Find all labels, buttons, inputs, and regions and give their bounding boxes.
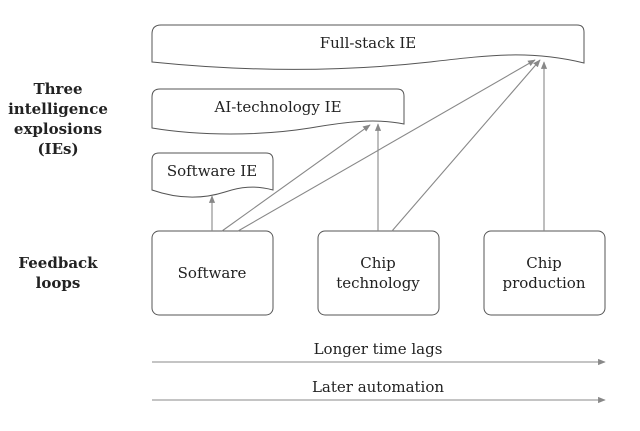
software-ie-label: Software IE bbox=[167, 162, 257, 180]
loops-label-line-1: Feedback bbox=[18, 254, 98, 272]
software-ie-box: Software IE bbox=[151, 152, 274, 198]
chip-technology-loop-box: Chip technology bbox=[317, 230, 440, 316]
ies-label-line-1: Three bbox=[33, 80, 82, 98]
ies-side-label: Three intelligence explosions (IEs) bbox=[8, 80, 108, 158]
chip-production-label-line-1: Chip bbox=[526, 254, 562, 272]
chip-technology-label-line-2: technology bbox=[336, 274, 420, 292]
ai-technology-ie-label: AI-technology IE bbox=[213, 98, 341, 116]
arrow-software-to-full-stack-ie bbox=[237, 59, 536, 232]
connector-arrows bbox=[208, 59, 548, 232]
time-lags-axis: Longer time lags bbox=[152, 340, 606, 366]
ies-label-line-3: explosions bbox=[14, 120, 102, 138]
automation-axis: Later automation bbox=[152, 378, 606, 404]
loops-label-line-2: loops bbox=[36, 274, 81, 292]
full-stack-ie-label: Full-stack IE bbox=[320, 34, 417, 52]
software-loop-label: Software bbox=[178, 264, 247, 282]
time-lags-label: Longer time lags bbox=[314, 340, 443, 358]
ai-technology-ie-box: AI-technology IE bbox=[151, 88, 405, 135]
chip-technology-label-line-1: Chip bbox=[360, 254, 396, 272]
chip-production-label-line-2: production bbox=[503, 274, 586, 292]
full-stack-ie-box: Full-stack IE bbox=[151, 24, 585, 70]
arrow-chip-technology-to-full-stack-ie bbox=[391, 59, 541, 232]
software-loop-box: Software bbox=[151, 230, 274, 316]
ies-label-line-4: (IEs) bbox=[37, 140, 78, 158]
loops-side-label: Feedback loops bbox=[18, 254, 98, 292]
arrow-software-to-ai-technology-ie bbox=[221, 124, 371, 232]
automation-label: Later automation bbox=[312, 378, 444, 396]
chip-production-loop-box: Chip production bbox=[483, 230, 606, 316]
ies-label-line-2: intelligence bbox=[8, 100, 108, 118]
